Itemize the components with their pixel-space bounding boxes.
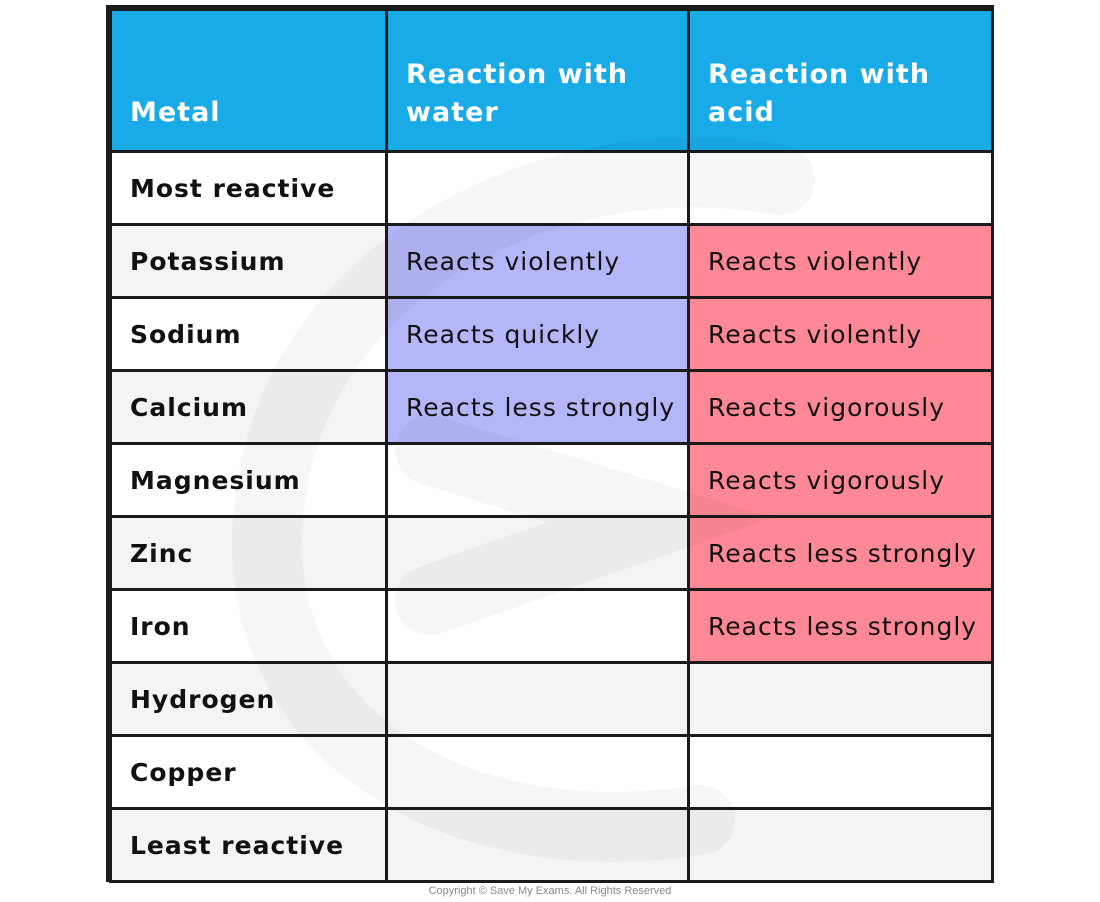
- water-cell: [385, 807, 690, 883]
- metal-cell: Least reactive: [109, 807, 388, 883]
- header-row: Metal Reaction with water Reaction with …: [109, 8, 994, 153]
- table-row: Copper: [109, 734, 994, 810]
- table-row: Sodium Reacts quickly Reacts violently: [109, 296, 994, 372]
- table-row: Calcium Reacts less strongly Reacts vigo…: [109, 369, 994, 445]
- header-reaction-acid: Reaction with acid: [687, 8, 994, 153]
- metal-cell: Iron: [109, 588, 388, 664]
- water-cell: Reacts less strongly: [385, 369, 690, 445]
- metal-cell: Most reactive: [109, 150, 388, 226]
- metal-cell: Copper: [109, 734, 388, 810]
- water-cell: Reacts quickly: [385, 296, 690, 372]
- metal-cell: Sodium: [109, 296, 388, 372]
- header-reaction-water: Reaction with water: [385, 8, 690, 153]
- acid-cell: Reacts less strongly: [687, 588, 994, 664]
- water-cell: [385, 588, 690, 664]
- table-row: Most reactive: [109, 150, 994, 226]
- acid-cell: [687, 661, 994, 737]
- table-row: Zinc Reacts less strongly: [109, 515, 994, 591]
- acid-cell: [687, 734, 994, 810]
- water-cell: [385, 734, 690, 810]
- acid-cell: Reacts vigorously: [687, 369, 994, 445]
- table-row: Magnesium Reacts vigorously: [109, 442, 994, 518]
- metal-cell: Calcium: [109, 369, 388, 445]
- acid-cell: Reacts vigorously: [687, 442, 994, 518]
- table-row: Iron Reacts less strongly: [109, 588, 994, 664]
- metal-cell: Potassium: [109, 223, 388, 299]
- reactivity-table: Metal Reaction with water Reaction with …: [109, 8, 994, 883]
- water-cell: [385, 442, 690, 518]
- water-cell: [385, 515, 690, 591]
- metal-cell: Zinc: [109, 515, 388, 591]
- acid-cell: [687, 150, 994, 226]
- reactivity-table-container: Metal Reaction with water Reaction with …: [106, 5, 994, 883]
- acid-cell: Reacts less strongly: [687, 515, 994, 591]
- acid-cell: Reacts violently: [687, 223, 994, 299]
- water-cell: Reacts violently: [385, 223, 690, 299]
- water-cell: [385, 150, 690, 226]
- metal-cell: Magnesium: [109, 442, 388, 518]
- water-cell: [385, 661, 690, 737]
- copyright-footer: Copyright © Save My Exams. All Rights Re…: [428, 885, 672, 897]
- table-row: Hydrogen: [109, 661, 994, 737]
- table-row: Potassium Reacts violently Reacts violen…: [109, 223, 994, 299]
- table-row: Least reactive: [109, 807, 994, 883]
- header-metal: Metal: [109, 8, 388, 153]
- acid-cell: Reacts violently: [687, 296, 994, 372]
- metal-cell: Hydrogen: [109, 661, 388, 737]
- acid-cell: [687, 807, 994, 883]
